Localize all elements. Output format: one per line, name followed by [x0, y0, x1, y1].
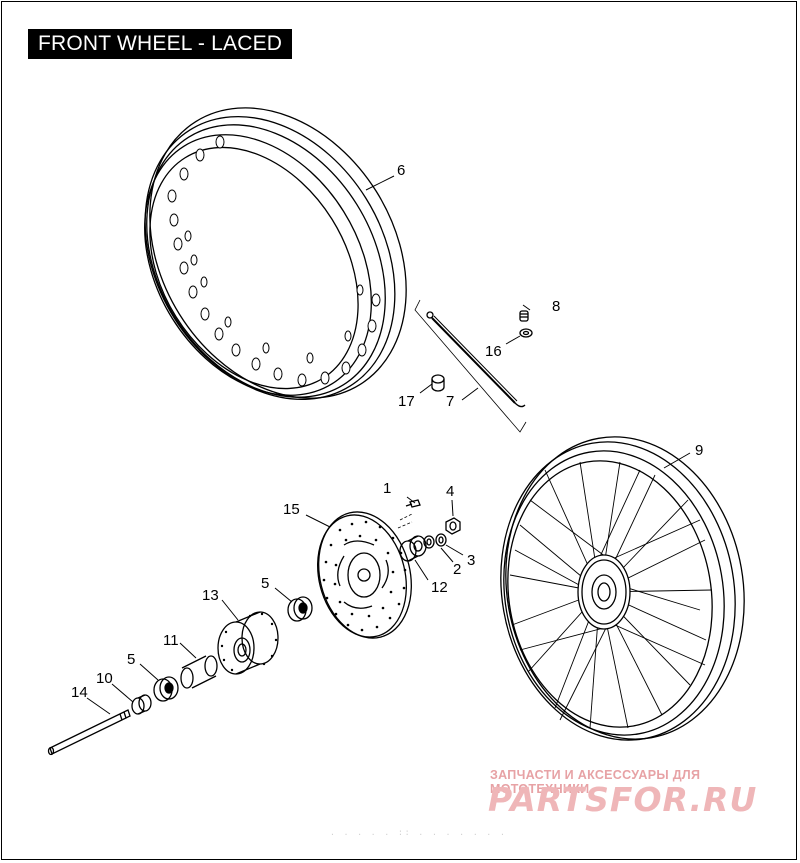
callout-4: 4 — [446, 483, 454, 500]
leader-lines — [86, 175, 691, 715]
callout-1: 1 — [383, 480, 391, 497]
spacer-part — [423, 535, 435, 549]
callout-2: 2 — [453, 561, 461, 578]
grommet-part — [431, 374, 445, 392]
page-title: FRONT WHEEL - LACED — [28, 29, 293, 59]
callout-8: 8 — [552, 298, 560, 315]
callout-15: 15 — [283, 501, 300, 518]
callout-16: 16 — [485, 343, 502, 360]
callout-17: 17 — [398, 393, 415, 410]
bearing-upper-part — [287, 596, 313, 622]
callout-10: 10 — [96, 670, 113, 687]
bearing-spacer-part — [399, 535, 427, 562]
axle-part — [47, 709, 131, 756]
watermark-logo: PARTSFOR.RU — [488, 780, 758, 819]
callout-6: 6 — [397, 162, 405, 179]
axle-collar-part — [131, 694, 152, 715]
nipple-part — [519, 310, 529, 322]
washer-part — [519, 328, 533, 338]
watermark-subtitle: ЗАПЧАСТИ И АКСЕССУАРЫ ДЛЯ МОТОТЕХНИКИ — [490, 768, 701, 796]
axle-nut-part — [445, 517, 461, 535]
rotor-screw-part — [397, 499, 421, 529]
brake-rotor-part — [317, 511, 412, 639]
laced-wheel-assembly — [500, 436, 745, 741]
callout-7: 7 — [446, 393, 454, 410]
rim-spoke-holes — [167, 135, 381, 387]
rim-part — [144, 107, 407, 401]
spoke-part — [414, 299, 527, 433]
callout-3: 3 — [467, 552, 475, 569]
footer-marks: . . . . . :: . . . . . . . — [330, 829, 507, 838]
bearing-lower-part — [153, 676, 179, 702]
callout-5-lower: 5 — [127, 651, 135, 668]
lockwasher-part — [435, 533, 447, 547]
callout-14: 14 — [71, 684, 88, 701]
callout-13: 13 — [202, 587, 219, 604]
axle-spacer-part — [180, 655, 218, 689]
callout-11: 11 — [163, 632, 179, 649]
callout-labels: 1 2 3 4 5 5 6 7 8 9 10 11 12 13 14 15 16… — [71, 162, 703, 701]
callout-9: 9 — [695, 442, 703, 459]
hub-part — [217, 611, 279, 675]
rotor-drill-holes — [322, 520, 407, 632]
callout-5-upper: 5 — [261, 575, 269, 592]
hub-flange-holes — [220, 612, 278, 672]
callout-12: 12 — [431, 579, 448, 596]
